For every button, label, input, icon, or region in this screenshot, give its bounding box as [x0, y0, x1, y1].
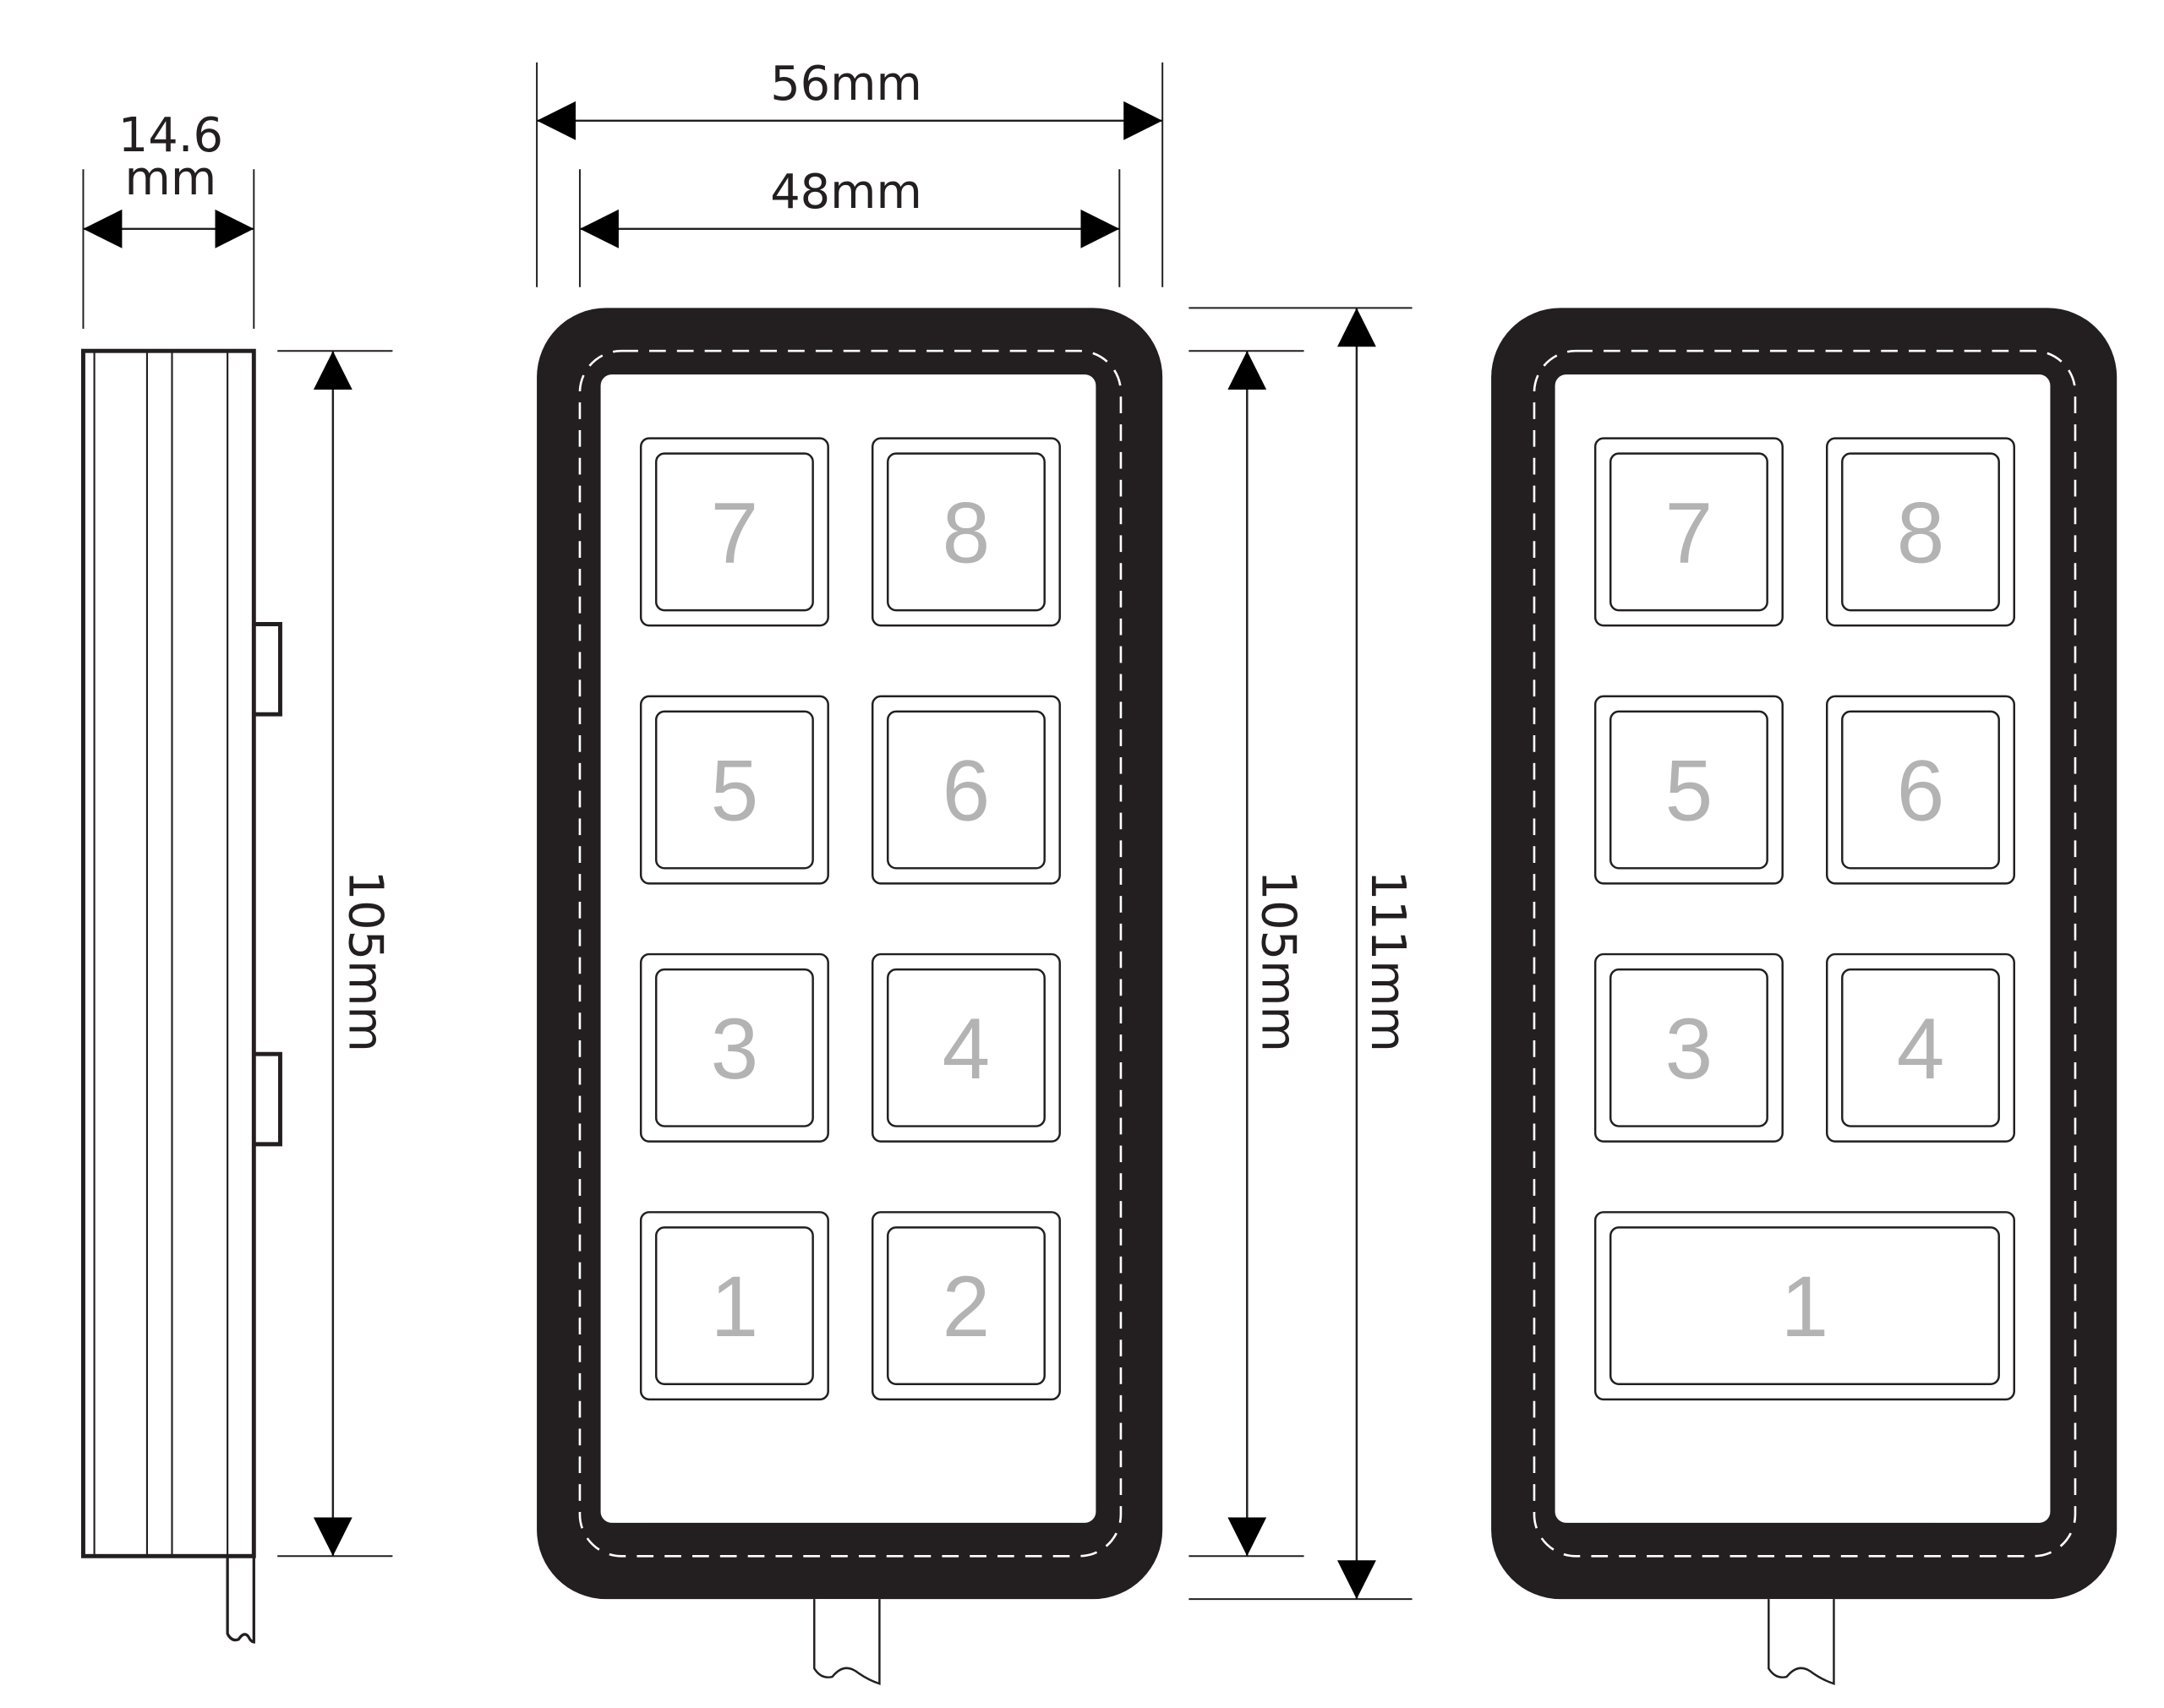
key-cap — [654, 968, 814, 1127]
key-label: 4 — [943, 1001, 991, 1097]
key-2: 2 — [871, 1211, 1061, 1401]
key-cap — [1841, 710, 2000, 870]
key-4: 4 — [871, 952, 1061, 1143]
key-6: 6 — [871, 695, 1061, 885]
front-inner-height-label: 105mm — [1250, 870, 1305, 1052]
key-5: 5 — [639, 695, 829, 885]
side-cable — [226, 1556, 255, 1644]
side-tab-bottom — [254, 1051, 282, 1147]
key-cap — [654, 710, 814, 870]
key-label: 5 — [1665, 743, 1713, 839]
keypad-7-button-front-view: 7 8 5 6 3 4 1 — [1491, 308, 2118, 1685]
key-8: 8 — [1826, 437, 2015, 627]
keypad-8-button-front-view: 7 8 5 6 3 4 1 2 — [537, 308, 1163, 1685]
key-label: 1 — [711, 1258, 759, 1355]
key-cap — [1841, 968, 2000, 1127]
key-label: 2 — [943, 1258, 991, 1355]
key-7: 7 — [1593, 437, 1784, 627]
key-label: 4 — [1897, 1001, 1945, 1097]
key-cap — [887, 968, 1046, 1127]
key-cap — [654, 452, 814, 612]
key-cap — [887, 452, 1046, 612]
side-height-dimension — [277, 350, 393, 1558]
key-label: 1 — [1781, 1258, 1829, 1355]
key-label: 8 — [943, 484, 991, 581]
key-cap — [1609, 452, 1768, 612]
depth-dimension — [82, 169, 255, 329]
key-1: 1 — [639, 1211, 829, 1401]
key-label: 7 — [1665, 484, 1713, 581]
stitch-line — [578, 349, 1123, 1558]
key-label: 3 — [1665, 1001, 1713, 1097]
key-label: 5 — [711, 743, 759, 839]
key-label: 3 — [711, 1001, 759, 1097]
key-cap — [654, 1226, 814, 1386]
key-cap — [1609, 968, 1768, 1127]
depth-value-label: 14.6 — [118, 108, 223, 163]
key-1: 1 — [1593, 1211, 2015, 1401]
key-3: 3 — [639, 952, 829, 1143]
depth-unit-label: mm — [125, 151, 217, 206]
key-5: 5 — [1593, 695, 1784, 885]
key-label: 7 — [711, 484, 759, 581]
width-dimensions — [536, 62, 1164, 287]
key-cap — [1609, 710, 1768, 870]
side-tab-top — [254, 622, 282, 717]
key-cap — [887, 710, 1046, 870]
key-cap — [887, 1226, 1046, 1386]
cable — [813, 1599, 881, 1685]
cable — [1768, 1599, 1835, 1685]
height-dimensions — [1189, 307, 1413, 1601]
key-3: 3 — [1593, 952, 1784, 1143]
key-label: 6 — [1897, 743, 1945, 839]
stitch-line — [1533, 349, 2077, 1558]
side-view — [81, 348, 282, 1644]
key-4: 4 — [1826, 952, 2015, 1143]
side-height-label: 105mm — [338, 870, 393, 1052]
key-6: 6 — [1826, 695, 2015, 885]
key-label: 8 — [1897, 484, 1945, 581]
key-8: 8 — [871, 437, 1061, 627]
key-label: 6 — [943, 743, 991, 839]
inner-width-label: 48mm — [770, 165, 922, 220]
front-outer-height-label: 111mm — [1360, 870, 1415, 1052]
key-cap — [1841, 452, 2000, 612]
key-cap — [1609, 1226, 2000, 1386]
key-7: 7 — [639, 437, 829, 627]
outer-width-label: 56mm — [770, 57, 922, 112]
